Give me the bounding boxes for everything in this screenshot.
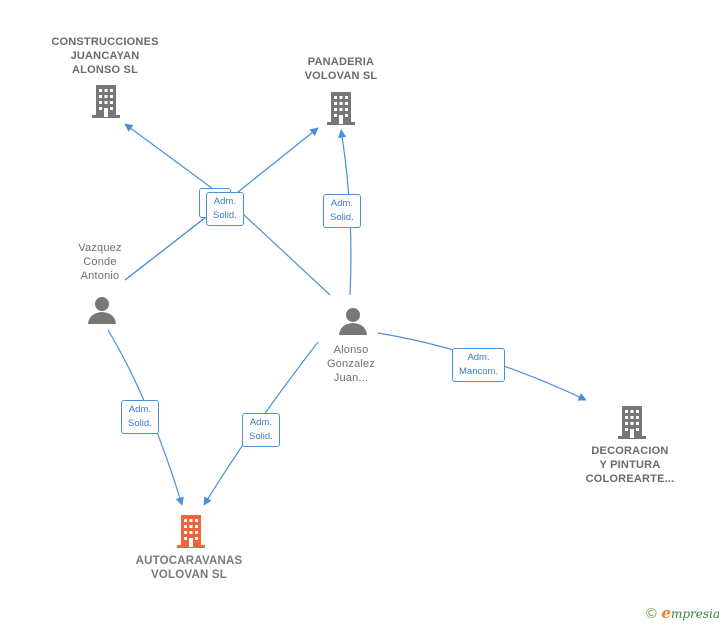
person-icon[interactable] [338,306,368,336]
edge-alonso-junction [227,199,331,296]
relation-badge[interactable]: Adm. Solid. [206,192,244,226]
brand-logo-initial: e [661,604,671,622]
relation-badge[interactable]: Adm. Solid. [242,413,280,447]
node-label-panaderia[interactable]: PANADERIA VOLOVAN SL [304,56,378,82]
node-label-decoracion[interactable]: DECORACION Y PINTURA COLOREARTE... [585,445,675,485]
building-icon[interactable] [616,404,648,440]
node-label-autocaravanas[interactable]: AUTOCARAVANAS VOLOVAN SL [135,555,243,581]
building-icon-main[interactable] [175,513,207,549]
relation-badge[interactable]: Adm. Solid. [121,400,159,434]
person-icon[interactable] [87,295,117,325]
node-label-alonso[interactable]: Alonso Gonzalez Juan... [326,344,376,384]
relation-badge[interactable]: Adm. Mancom. [452,348,506,382]
node-label-vazquez[interactable]: Vazquez Conde Antonio [78,242,122,282]
node-label-construcciones[interactable]: CONSTRUCCIONES JUANCAYAN ALONSO SL [51,36,159,76]
relation-badge[interactable]: Adm. Solid. [323,194,361,228]
brand-logo-text: mpresia [670,607,720,621]
building-icon[interactable] [90,83,122,119]
building-icon[interactable] [325,90,357,126]
copyright-symbol: © [644,606,659,622]
brand-footer: ©empresia [644,604,720,622]
